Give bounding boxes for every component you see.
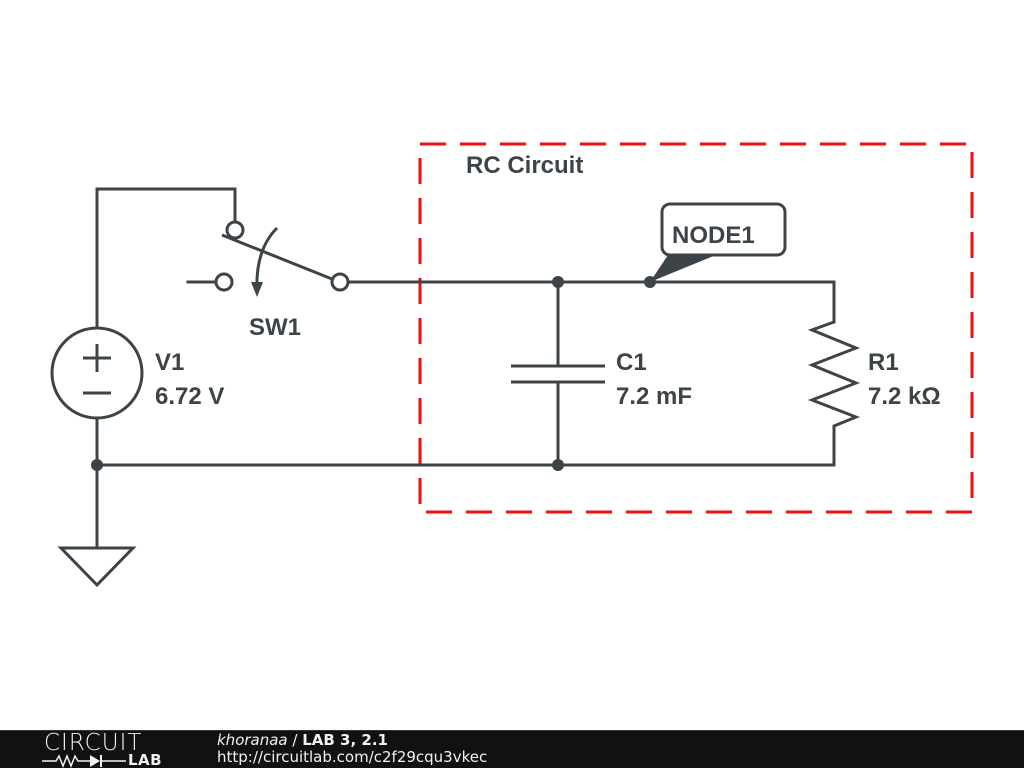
footer-bar: CIRCUIT LAB khoranaa / LAB 3, 2.1 http:/… [0,730,1024,768]
v1-name-label: V1 [155,349,184,376]
c1-name-label: C1 [616,349,647,376]
node1-dot [644,276,656,288]
switch-sw1[interactable] [214,220,350,297]
logo-circuit-text: CIRCUIT [44,730,143,756]
c1-value-label: 7.2 mF [616,383,692,410]
r1-name-label: R1 [868,349,899,376]
logo-lab-text: LAB [128,751,163,768]
title-separator: / [287,731,303,749]
circuit-meta: khoranaa / LAB 3, 2.1 http://circuitlab.… [217,732,487,766]
rc-circuit-group-box[interactable] [418,142,974,514]
capacitor-c1[interactable] [511,364,605,384]
resistor-diode-logo-icon [42,754,126,768]
resistor-r1[interactable] [807,320,861,428]
circuitlab-logo[interactable]: CIRCUIT LAB [40,730,180,768]
rc-circuit-group-label: RC Circuit [466,152,583,179]
wire-v1-top-to-switch[interactable] [95,187,237,330]
sw1-name-label: SW1 [249,314,301,341]
ground-icon[interactable] [57,546,137,588]
author-link[interactable]: khoranaa [217,731,288,749]
v1-value-label: 6.72 V [155,383,224,410]
r1-value-label: 7.2 kΩ [868,383,941,410]
node1-label-text: NODE1 [672,222,755,249]
junction-dot [552,459,564,471]
node1-label-callout[interactable]: NODE1 [644,202,787,288]
circuit-url-link[interactable]: http://circuitlab.com/c2f29cqu3vkec [217,748,488,766]
junction-dot [91,459,103,471]
switch-blade [221,233,333,281]
wires [95,187,836,550]
circuit-title[interactable]: LAB 3, 2.1 [302,731,388,749]
schematic-canvas: RC Circuit V1 6.72 V SW1 C1 7.2 [50,142,974,588]
voltage-source-v1[interactable] [50,326,144,420]
junction-dot [552,276,564,288]
